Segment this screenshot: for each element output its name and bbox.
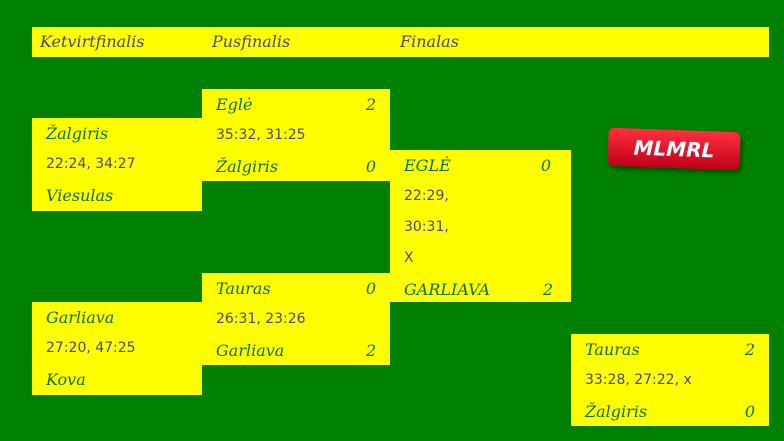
points: 2: [542, 280, 553, 299]
team: Žalgiris: [585, 402, 648, 421]
quarterfinal-2: Garliava 27:20, 47:25 Kova: [32, 302, 202, 395]
final-match: EGLĖ 0 22:29, 30:31, X GARLIAVA 2: [390, 150, 571, 302]
points: 2: [365, 341, 376, 360]
mlmrl-logo: MLMRL: [607, 127, 741, 171]
round-header: Ketvirtfinalis Pusfinalis Finalas: [32, 27, 769, 57]
team: EGLĖ: [404, 156, 451, 175]
team: Žalgiris: [216, 157, 279, 176]
match-score-line: X: [404, 250, 414, 266]
team: Viesulas: [46, 186, 114, 205]
team: Kova: [46, 370, 86, 389]
team: Garliava: [216, 341, 285, 360]
header-quarterfinals: Ketvirtfinalis: [40, 32, 145, 51]
match-score-line: 22:29,: [404, 188, 449, 204]
match-scores: 33:28, 27:22, x: [585, 372, 692, 388]
match-scores: 27:20, 47:25: [46, 340, 136, 356]
match-score-line: 30:31,: [404, 219, 449, 235]
third-place-match: Tauras 2 33:28, 27:22, x Žalgiris 0: [571, 334, 769, 426]
points: 2: [365, 95, 376, 114]
team: GARLIAVA: [404, 280, 491, 299]
team: Garliava: [46, 308, 115, 327]
team: Tauras: [216, 279, 271, 298]
semifinal-1: Eglė 2 35:32, 31:25 Žalgiris 0: [202, 89, 390, 181]
match-scores: 35:32, 31:25: [216, 127, 306, 143]
points: 0: [744, 402, 755, 421]
team: Žalgiris: [46, 124, 109, 143]
semifinal-2: Tauras 0 26:31, 23:26 Garliava 2: [202, 273, 390, 365]
team: Tauras: [585, 340, 640, 359]
match-scores: 22:24, 34:27: [46, 156, 136, 172]
points: 0: [365, 279, 376, 298]
team: Eglė: [216, 95, 253, 114]
points: 0: [540, 156, 551, 175]
points: 2: [744, 340, 755, 359]
match-scores: 26:31, 23:26: [216, 311, 306, 327]
header-semifinals: Pusfinalis: [212, 32, 291, 51]
points: 0: [365, 157, 376, 176]
header-final: Finalas: [400, 32, 459, 51]
quarterfinal-1: Žalgiris 22:24, 34:27 Viesulas: [32, 118, 202, 211]
